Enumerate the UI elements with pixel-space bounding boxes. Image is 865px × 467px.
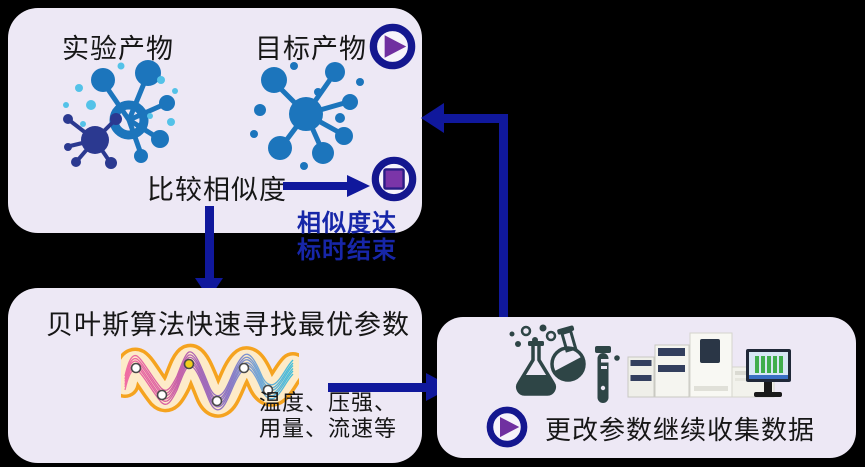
experiment-product-label: 实验产物: [62, 34, 174, 64]
target-product-label: 目标产物: [255, 34, 367, 64]
collect-data-caption: 更改参数继续收集数据: [545, 415, 816, 445]
parameters-label: 温度、压强、 用量、流速等: [259, 390, 397, 442]
play-icon-collect[interactable]: [486, 406, 528, 448]
gaussian-process-wave-icon: [121, 339, 299, 419]
flask-icon: [504, 318, 598, 408]
compare-similarity-label: 比较相似度: [147, 175, 287, 205]
play-icon[interactable]: [369, 23, 416, 70]
hplc-instrument-icon: [627, 331, 793, 409]
parameters-line2: 用量、流速等: [259, 416, 398, 441]
similarity-note: 相似度达 标时结束: [297, 210, 397, 264]
bayes-title: 贝叶斯算法快速寻找最优参数: [46, 310, 410, 340]
parameters-line1: 温度、压强、: [259, 390, 398, 415]
stop-icon[interactable]: [371, 156, 417, 202]
similarity-note-line1: 相似度达: [297, 210, 397, 237]
monitor-icon: [746, 349, 791, 397]
target-molecule-icon: [242, 58, 370, 172]
experiment-molecule-icon: [57, 58, 183, 170]
similarity-note-line2: 标时结束: [297, 237, 397, 264]
test-tube-icon: [592, 346, 622, 408]
best-point-marker: [183, 358, 195, 370]
